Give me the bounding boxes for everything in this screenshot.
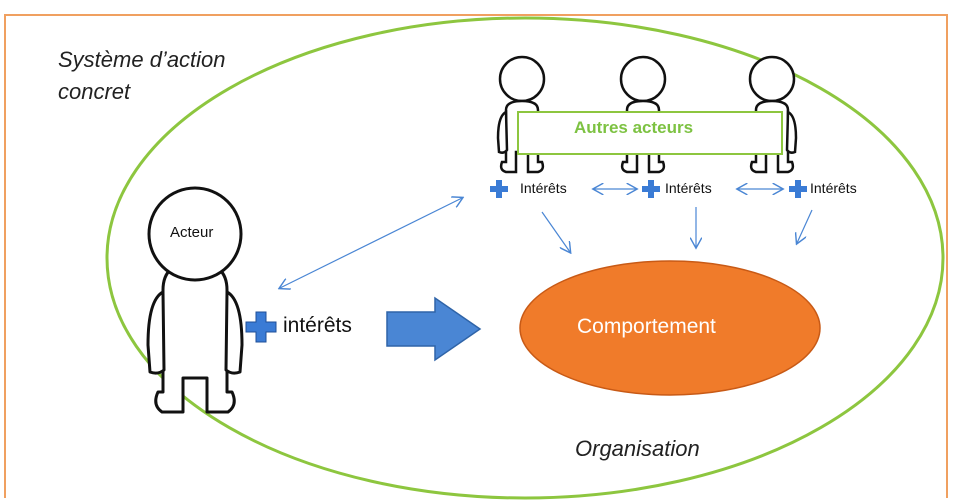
diagram-frame — [4, 14, 948, 498]
plus-icon — [490, 180, 508, 198]
other-interests-label-1: Intérêts — [520, 180, 567, 196]
actor-figure — [146, 186, 244, 414]
plus-icon — [642, 180, 660, 198]
plus-icon — [245, 311, 277, 343]
actor-label: Acteur — [170, 224, 214, 241]
block-arrow — [386, 296, 482, 362]
organisation-ellipse — [105, 16, 945, 500]
arrow-interests-3-to-behavior — [797, 209, 813, 243]
arrow-interests-1-to-behavior — [541, 211, 570, 252]
system-title-line1: Système d’action — [58, 47, 226, 72]
main-interests-label: intérêts — [283, 314, 352, 337]
organisation-label: Organisation — [575, 436, 700, 461]
other-interests-label-2: Intérêts — [665, 180, 712, 196]
other-actors-label: Autres acteurs — [574, 118, 694, 137]
other-interests-label-3: Intérêts — [810, 180, 857, 196]
system-title: Système d’action concret — [58, 44, 226, 108]
system-title-line2: concret — [58, 79, 131, 104]
plus-icon — [789, 180, 807, 198]
double-headed-arrow-actor-interests — [280, 198, 462, 288]
behavior-label: Comportement — [577, 315, 716, 338]
other-actors-box — [517, 111, 783, 155]
behavior-ellipse — [519, 260, 821, 396]
